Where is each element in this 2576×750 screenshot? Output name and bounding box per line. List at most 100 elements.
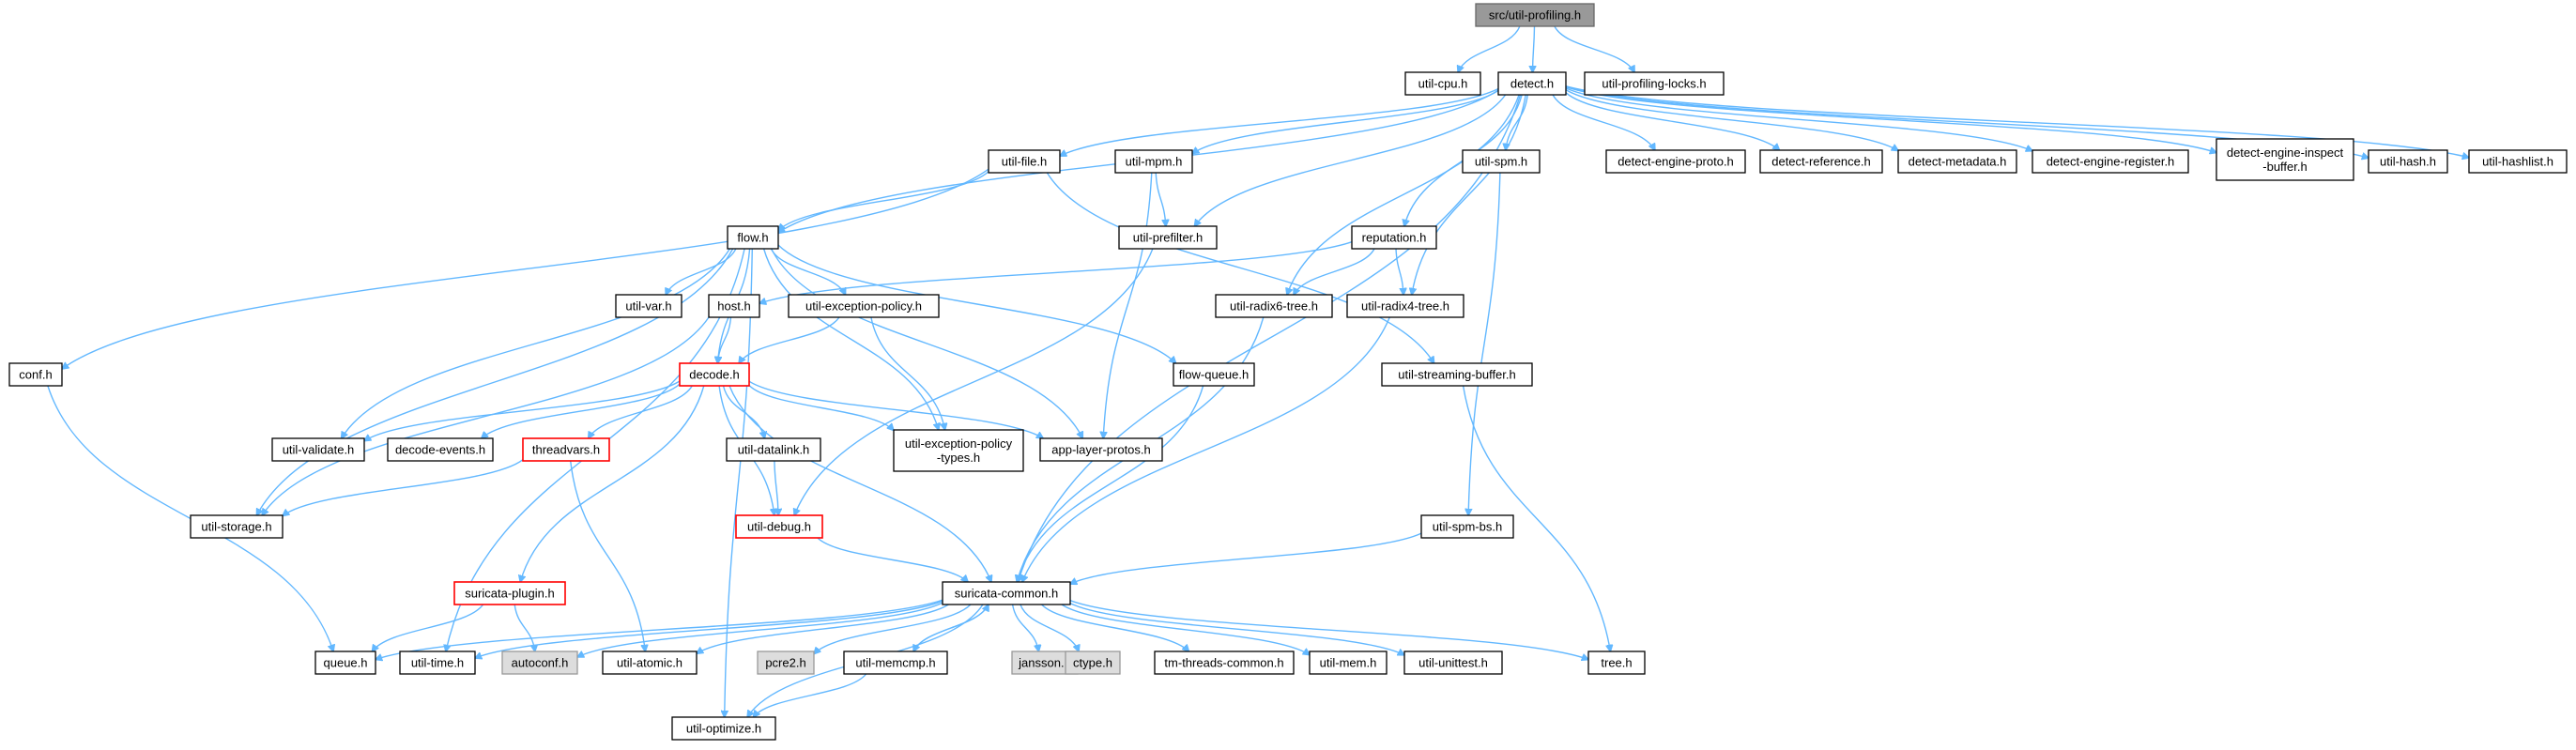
edge-decode-h-to-threadvars-h bbox=[589, 385, 693, 438]
node-label: util-exception-policy.h bbox=[805, 299, 922, 314]
node-util-memcmp-h[interactable]: util-memcmp.h bbox=[843, 651, 948, 675]
node-util-prefilter-h[interactable]: util-prefilter.h bbox=[1118, 225, 1218, 250]
node-util-spm-h[interactable]: util-spm.h bbox=[1462, 149, 1541, 174]
edge-suricata-common-h-to-tree-h bbox=[1069, 600, 1588, 660]
node-label: pcre2.h bbox=[765, 656, 805, 670]
edge-util-file-h-to-flow-h bbox=[778, 171, 989, 231]
node-label: util-storage.h bbox=[201, 520, 271, 534]
node-autoconf-h[interactable]: autoconf.h bbox=[501, 651, 578, 675]
node-label: util-prefilter.h bbox=[1133, 231, 1203, 245]
node-reputation-h[interactable]: reputation.h bbox=[1351, 225, 1437, 250]
edge-flow-h-to-app-layer-protos-h bbox=[771, 248, 1083, 438]
node-util-streaming-buffer-h[interactable]: util-streaming-buffer.h bbox=[1381, 362, 1533, 387]
node-box bbox=[679, 362, 750, 387]
node-detect-engine-register-h[interactable]: detect-engine-register.h bbox=[2032, 149, 2189, 174]
node-label: util-datalink.h bbox=[738, 443, 810, 457]
node-label: tree.h bbox=[1601, 656, 1632, 670]
node-threadvars-h[interactable]: threadvars.h bbox=[522, 437, 610, 462]
edge-util-memcmp-h-to-suricata-common-h bbox=[912, 605, 989, 652]
edge-suricata-common-h-to-util-mem-h bbox=[1061, 604, 1310, 655]
node-queue-h[interactable]: queue.h bbox=[314, 651, 376, 675]
edge-detect-h-to-suricata-common-h bbox=[1018, 94, 1522, 582]
node-label: suricata-common.h bbox=[955, 587, 1059, 601]
node-box bbox=[314, 651, 376, 675]
node-util-exception-policy-types-h[interactable]: util-exception-policy-types.h bbox=[893, 429, 1024, 472]
node-box bbox=[708, 294, 760, 318]
node-tm-threads-common-h[interactable]: tm-threads-common.h bbox=[1154, 651, 1295, 675]
node-label: util-optimize.h bbox=[686, 722, 761, 736]
node-util-exception-policy-h[interactable]: util-exception-policy.h bbox=[788, 294, 940, 318]
node-util-file-h[interactable]: util-file.h bbox=[988, 149, 1061, 174]
edge-suricata-common-h-to-jansson-h bbox=[1011, 604, 1039, 651]
node-box bbox=[2032, 149, 2189, 174]
node-util-profiling-h[interactable]: src/util-profiling.h bbox=[1475, 3, 1595, 27]
node-util-profiling-locks-h[interactable]: util-profiling-locks.h bbox=[1584, 71, 1725, 96]
node-util-cpu-h[interactable]: util-cpu.h bbox=[1404, 71, 1481, 96]
node-box bbox=[1897, 149, 2017, 174]
edge-detect-h-to-util-prefilter-h bbox=[1194, 94, 1507, 226]
node-box bbox=[1114, 149, 1193, 174]
edge-flow-queue-h-to-suricata-common-h bbox=[1017, 385, 1204, 582]
node-box bbox=[1605, 149, 1746, 174]
node-util-storage-h[interactable]: util-storage.h bbox=[190, 514, 284, 539]
node-box bbox=[8, 362, 63, 387]
edge-detect-h-to-util-radix4-tree-h bbox=[1412, 94, 1526, 295]
node-conf-h[interactable]: conf.h bbox=[8, 362, 63, 387]
node-flow-queue-h[interactable]: flow-queue.h bbox=[1173, 362, 1255, 387]
node-suricata-common-h[interactable]: suricata-common.h bbox=[942, 581, 1071, 605]
node-box bbox=[501, 651, 578, 675]
node-util-datalink-h[interactable]: util-datalink.h bbox=[726, 437, 821, 462]
node-util-unittest-h[interactable]: util-unittest.h bbox=[1403, 651, 1503, 675]
edge-flow-h-to-util-exception-policy-h bbox=[770, 248, 845, 295]
node-util-radix6-tree-h[interactable]: util-radix6-tree.h bbox=[1215, 294, 1333, 318]
node-suricata-plugin-h[interactable]: suricata-plugin.h bbox=[453, 581, 566, 605]
edge-util-exception-policy-h-to-util-exception-policy-types-h bbox=[870, 316, 945, 430]
edge-detect-h-to-util-mpm-h bbox=[1192, 89, 1499, 153]
edge-flow-h-to-util-var-h bbox=[666, 248, 737, 295]
node-util-mem-h[interactable]: util-mem.h bbox=[1309, 651, 1388, 675]
node-box bbox=[1381, 362, 1533, 387]
node-label: util-atomic.h bbox=[617, 656, 682, 670]
node-box bbox=[387, 437, 494, 462]
node-util-radix4-tree-h[interactable]: util-radix4-tree.h bbox=[1346, 294, 1464, 318]
node-decode-events-h[interactable]: decode-events.h bbox=[387, 437, 494, 462]
node-label: detect-reference.h bbox=[1771, 155, 1871, 169]
node-pcre2-h[interactable]: pcre2.h bbox=[757, 651, 815, 675]
node-box bbox=[522, 437, 610, 462]
edge-reputation-h-to-host-h bbox=[759, 241, 1353, 304]
node-box bbox=[1403, 651, 1503, 675]
node-detect-reference-h[interactable]: detect-reference.h bbox=[1759, 149, 1883, 174]
node-detect-engine-inspect-buffer-h[interactable]: detect-engine-inspect-buffer.h bbox=[2216, 138, 2354, 181]
node-util-debug-h[interactable]: util-debug.h bbox=[735, 514, 823, 539]
node-detect-metadata-h[interactable]: detect-metadata.h bbox=[1897, 149, 2017, 174]
node-util-mpm-h[interactable]: util-mpm.h bbox=[1114, 149, 1193, 174]
node-decode-h[interactable]: decode.h bbox=[679, 362, 750, 387]
node-detect-engine-proto-h[interactable]: detect-engine-proto.h bbox=[1605, 149, 1746, 174]
node-util-optimize-h[interactable]: util-optimize.h bbox=[671, 716, 776, 741]
node-util-time-h[interactable]: util-time.h bbox=[399, 651, 476, 675]
node-box bbox=[1587, 651, 1646, 675]
node-host-h[interactable]: host.h bbox=[708, 294, 760, 318]
node-label: detect-metadata.h bbox=[1909, 155, 2007, 169]
node-flow-h[interactable]: flow.h bbox=[727, 225, 779, 250]
node-util-spm-bs-h[interactable]: util-spm-bs.h bbox=[1420, 514, 1514, 539]
node-detect-h[interactable]: detect.h bbox=[1497, 71, 1567, 96]
node-label: decode.h bbox=[689, 368, 740, 382]
node-util-atomic-h[interactable]: util-atomic.h bbox=[602, 651, 698, 675]
node-util-validate-h[interactable]: util-validate.h bbox=[271, 437, 365, 462]
node-tree-h[interactable]: tree.h bbox=[1587, 651, 1646, 675]
edge-flow-h-to-util-optimize-h bbox=[725, 248, 753, 717]
node-ctype-h[interactable]: ctype.h bbox=[1065, 651, 1121, 675]
edge-decode-h-to-suricata-common-h bbox=[728, 385, 991, 582]
node-label: detect-engine-inspect-buffer.h bbox=[2227, 145, 2344, 174]
node-util-var-h[interactable]: util-var.h bbox=[615, 294, 682, 318]
edge-util-datalink-h-to-util-debug-h bbox=[774, 460, 778, 515]
node-app-layer-protos-h[interactable]: app-layer-protos.h bbox=[1039, 437, 1163, 462]
edge-suricata-common-h-to-tm-threads-common-h bbox=[1041, 604, 1189, 651]
edge-util-profiling-h-to-util-profiling-locks-h bbox=[1554, 25, 1634, 72]
node-label: util-streaming-buffer.h bbox=[1398, 368, 1516, 382]
node-util-hash-h[interactable]: util-hash.h bbox=[2368, 149, 2448, 174]
edge-detect-h-to-util-radix6-tree-h bbox=[1287, 94, 1520, 295]
node-util-hashlist-h[interactable]: util-hashlist.h bbox=[2468, 149, 2568, 174]
node-label: flow.h bbox=[737, 231, 768, 245]
